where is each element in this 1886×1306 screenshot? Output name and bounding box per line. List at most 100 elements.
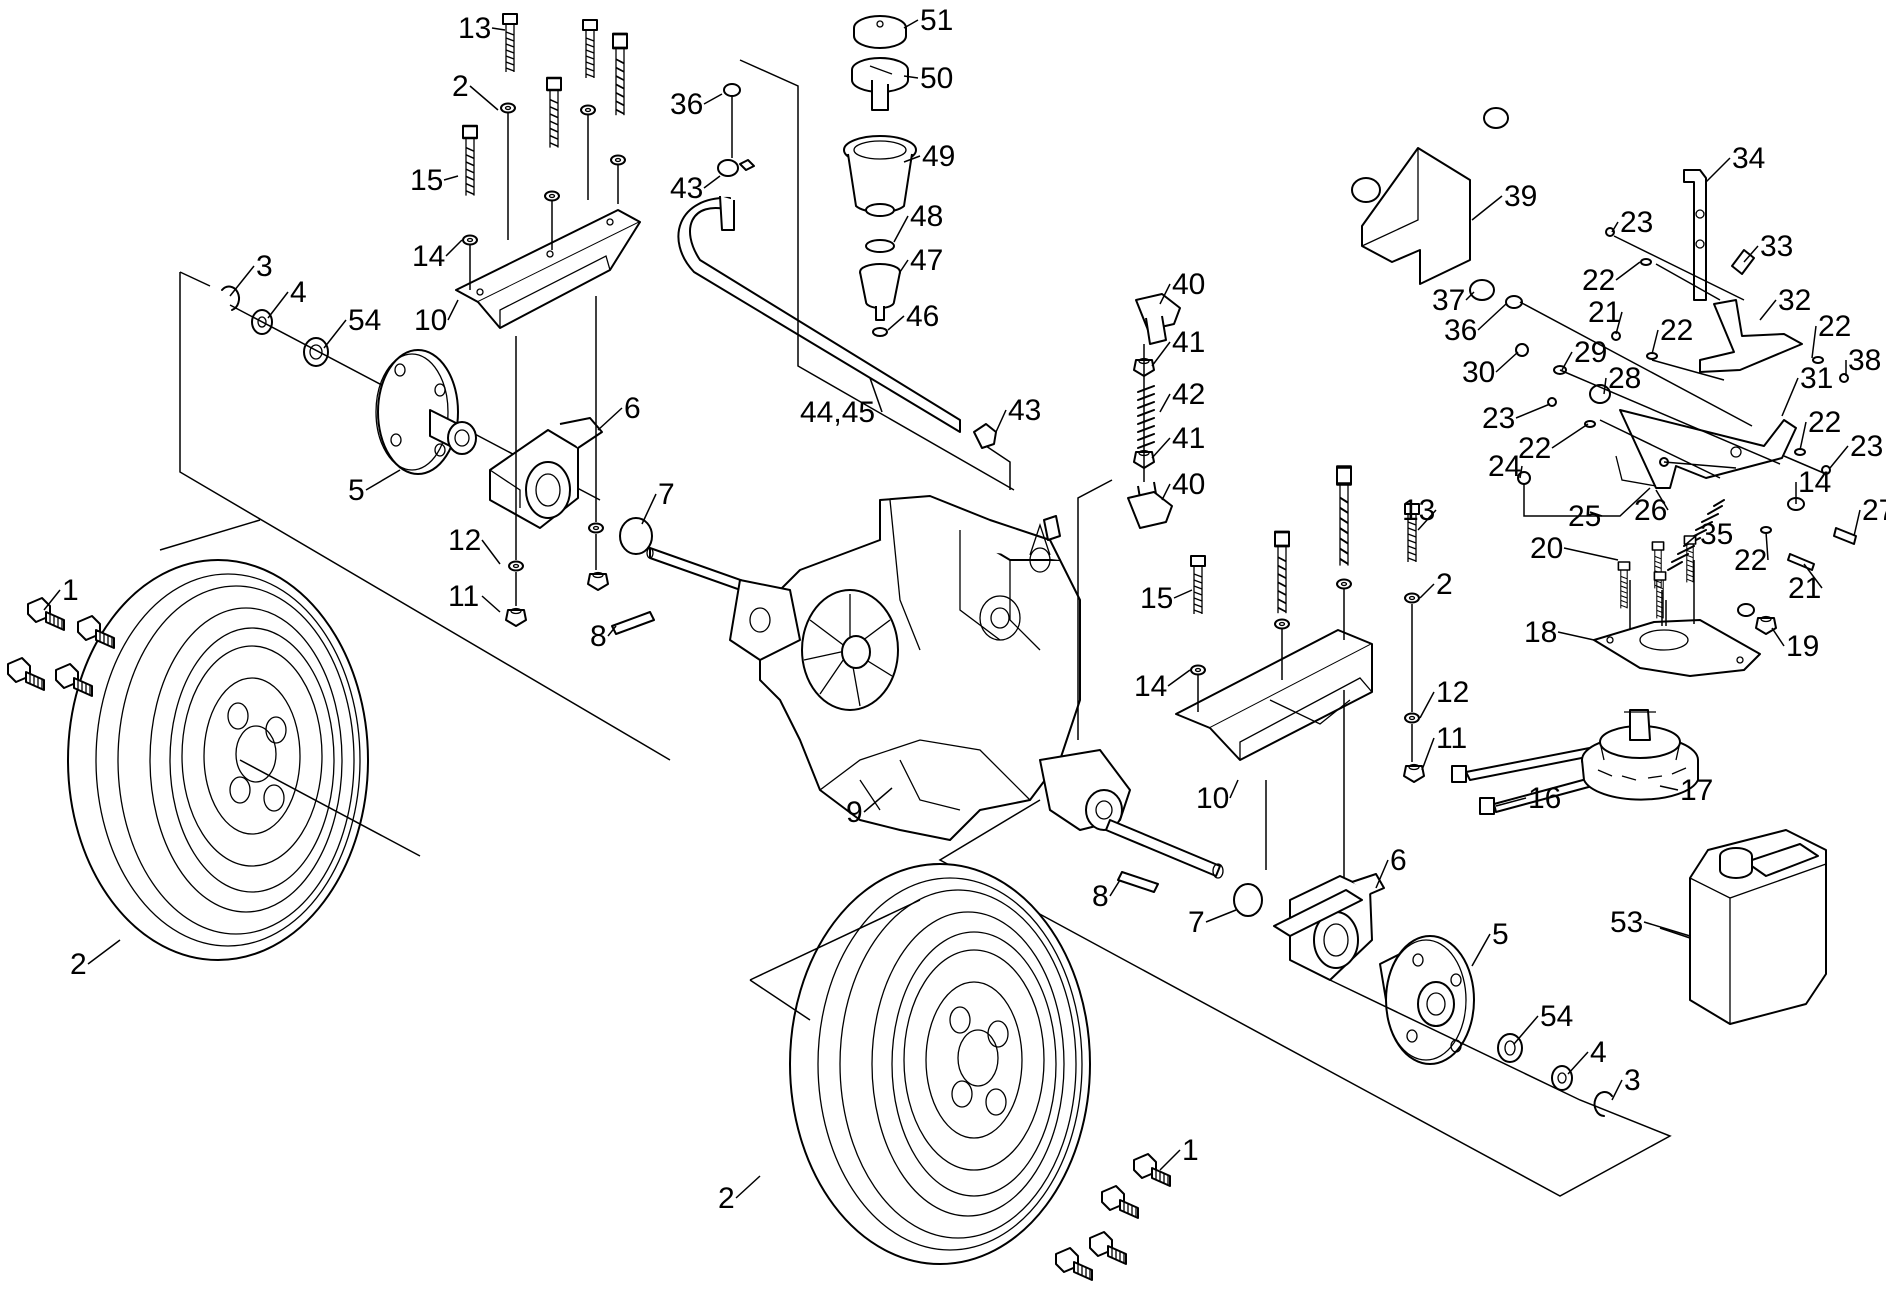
- e-clip-icon: [1593, 1091, 1613, 1117]
- leader-line: [1615, 261, 1641, 281]
- leader-line: [87, 939, 121, 965]
- spring-assembly: [1077, 293, 1181, 740]
- part-label-2: 2: [70, 948, 87, 981]
- part-label-33: 33: [1760, 230, 1793, 263]
- bolt-icon: [1190, 555, 1206, 615]
- part-label-12: 12: [448, 524, 481, 557]
- transaxle-unit: [729, 495, 1224, 879]
- leader-line: [1655, 489, 1669, 511]
- leader-line: [995, 409, 1007, 433]
- leader-line: [1151, 341, 1171, 367]
- part-label-16: 16: [1528, 782, 1561, 815]
- leader-line: [1471, 933, 1491, 967]
- part-label-8: 8: [590, 620, 607, 653]
- part-label-4: 4: [290, 276, 307, 309]
- part-label-14: 14: [1798, 466, 1831, 499]
- washer-icon: [462, 234, 478, 246]
- leader-line: [1419, 583, 1435, 599]
- leader-line: [1109, 879, 1121, 897]
- washer-icon: [508, 560, 524, 572]
- leader-line: [1557, 631, 1595, 641]
- leader-line: [1743, 245, 1759, 263]
- part-labels: 1321514103454561211781236435150494847464…: [43, 4, 1886, 1215]
- part-label-6: 6: [624, 392, 641, 425]
- part-label-23: 23: [1482, 402, 1515, 435]
- bolt-icon: [582, 19, 598, 79]
- washer-icon: [1190, 664, 1206, 676]
- leader-line: [1417, 509, 1437, 531]
- nut-icon: [587, 571, 609, 591]
- part-label-24: 24: [1488, 450, 1521, 483]
- part-label-4: 4: [1590, 1036, 1607, 1069]
- washer-icon: [1404, 712, 1420, 724]
- bearing-housing: [489, 417, 603, 529]
- washer-icon: [1551, 1065, 1573, 1091]
- lug-bolt-icon: [1133, 1153, 1171, 1187]
- leader-line: [1853, 509, 1861, 537]
- part-label-28: 28: [1608, 362, 1641, 395]
- snap-ring-icon: [1233, 883, 1263, 917]
- part-label-15: 15: [1140, 582, 1173, 615]
- leader-line: [1421, 737, 1435, 771]
- leader-line: [1375, 859, 1389, 889]
- leader-line: [1495, 351, 1519, 373]
- leader-line: [481, 595, 501, 613]
- leader-line: [1465, 291, 1475, 301]
- pump-unit: [1581, 709, 1699, 801]
- cooling-fan: [801, 589, 899, 711]
- leader-line: [1643, 921, 1691, 937]
- part-label-3: 3: [256, 250, 273, 283]
- part-label-38: 38: [1848, 344, 1881, 377]
- lug-bolt-icon: [1101, 1185, 1139, 1219]
- part-label-40: 40: [1172, 468, 1205, 501]
- leader-line: [445, 239, 463, 257]
- leader-line: [903, 19, 919, 29]
- leader-line: [323, 319, 347, 349]
- part-label-26: 26: [1634, 494, 1667, 527]
- part-label-22: 22: [1818, 310, 1851, 343]
- part-label-13: 13: [1402, 494, 1435, 527]
- leader-line: [1151, 437, 1171, 459]
- part-label-9: 9: [846, 796, 863, 829]
- leader-line: [1513, 1015, 1539, 1045]
- part-label-2: 2: [452, 70, 469, 103]
- part-label-50: 50: [920, 62, 953, 95]
- part-label-43: 43: [670, 172, 703, 205]
- leader-line: [1705, 157, 1731, 183]
- part-label-15: 15: [410, 164, 443, 197]
- oil-container: [1689, 829, 1827, 1025]
- part-label-51: 51: [920, 4, 953, 37]
- leader-line: [447, 299, 459, 321]
- part-label-17: 17: [1680, 774, 1713, 807]
- left-wheel: [67, 559, 369, 961]
- part-label-14: 14: [1134, 670, 1167, 703]
- leader-line: [893, 215, 909, 243]
- part-label-47: 47: [910, 244, 943, 277]
- part-label-1: 1: [1182, 1134, 1199, 1167]
- bolt-icon: [1273, 530, 1291, 615]
- part-label-36: 36: [1444, 314, 1477, 347]
- part-label-23: 23: [1620, 206, 1653, 239]
- leader-line: [1829, 445, 1849, 469]
- part-label-1: 1: [62, 574, 79, 607]
- part-label-37: 37: [1432, 284, 1465, 317]
- leader-line: [1567, 1051, 1589, 1075]
- part-label-34: 34: [1732, 142, 1765, 175]
- bolt-icon: [1335, 465, 1353, 568]
- leader-line: [703, 93, 723, 105]
- part-label-22: 22: [1518, 432, 1551, 465]
- part-label-54: 54: [348, 304, 381, 337]
- leader-line: [1471, 195, 1503, 221]
- part-label-13: 13: [458, 12, 491, 45]
- part-label-36: 36: [670, 88, 703, 121]
- part-label-11: 11: [448, 580, 479, 613]
- part-label-10: 10: [1196, 782, 1229, 815]
- part-label-41: 41: [1172, 326, 1205, 359]
- part-label-22: 22: [1582, 264, 1615, 297]
- part-label-5: 5: [1492, 918, 1509, 951]
- part-label-43: 43: [1008, 394, 1041, 427]
- leader-line: [863, 787, 893, 813]
- lug-bolt-icon: [1055, 1247, 1093, 1281]
- part-label-23: 23: [1850, 430, 1883, 463]
